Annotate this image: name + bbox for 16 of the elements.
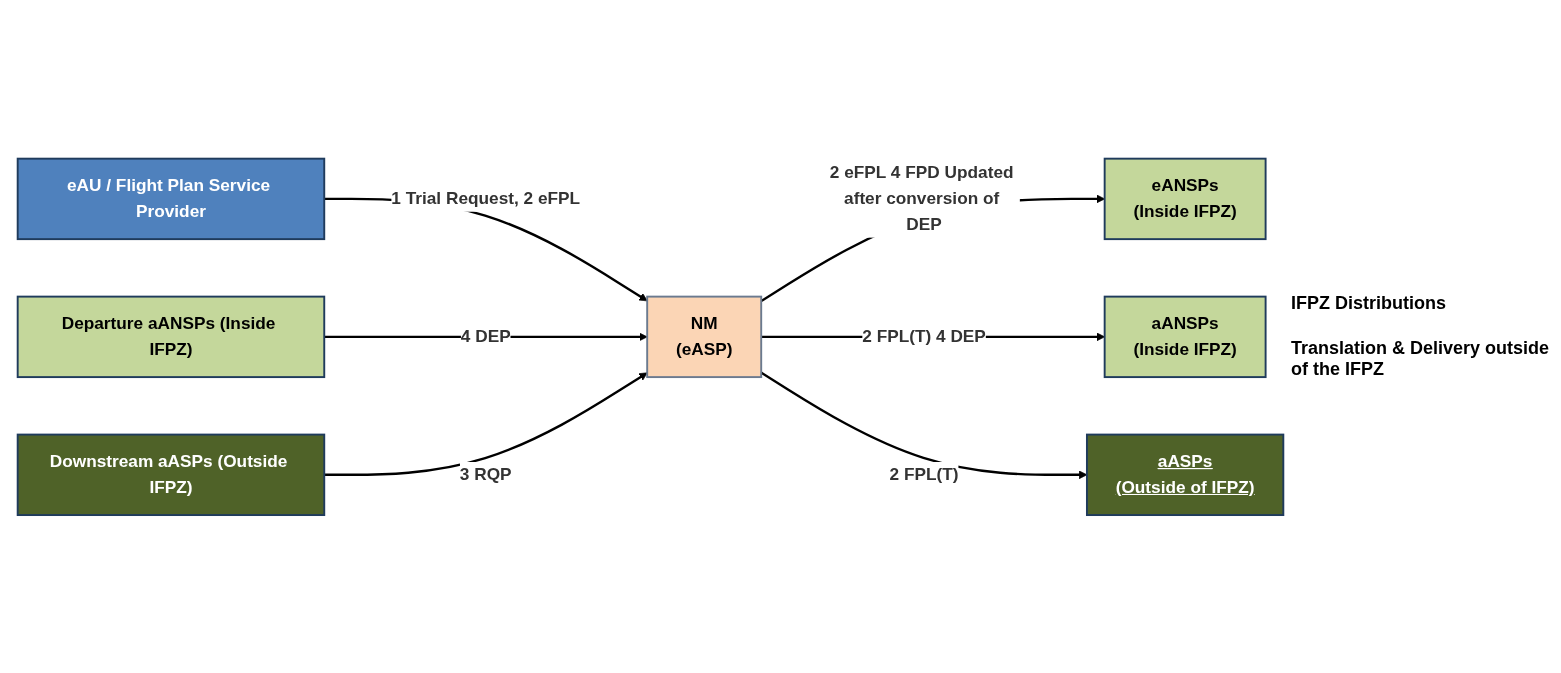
node-box: aASPs (Outside of IFPZ): [1086, 433, 1285, 516]
edge-label: 2 eFPL 4 FPD Updated after conversion of DEP: [829, 162, 1014, 234]
node-box: eANSPs (Inside IFPZ): [1103, 157, 1267, 240]
note-text: Translation & Delivery outside of the IFPZ: [1291, 338, 1551, 380]
edge-label: 1 Trial Request, 2 eFPL: [391, 188, 581, 208]
note-text: IFPZ Distributions: [1291, 293, 1447, 314]
node-box: NM (eASP): [646, 295, 763, 378]
edge-label: 4 DEP: [460, 326, 511, 346]
node-box: eAU / Flight Plan Service Provider: [16, 157, 326, 240]
arrow: [324, 372, 648, 476]
node-box: Downstream aASPs (Outside IFPZ): [16, 433, 326, 516]
edge-label: 2 FPL(T) 4 DEP: [862, 326, 986, 346]
edge-label: 2 FPL(T): [889, 464, 959, 484]
node-box: Departure aANSPs (Inside IFPZ): [16, 295, 326, 378]
node-box: aANSPs (Inside IFPZ): [1103, 295, 1267, 378]
edge-label: 3 RQP: [459, 464, 512, 484]
